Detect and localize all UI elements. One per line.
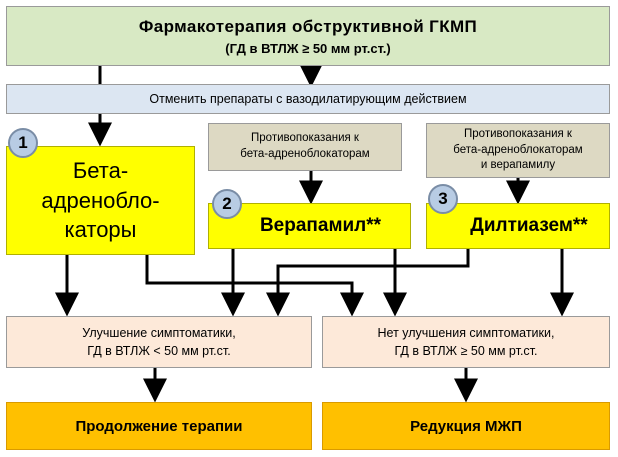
- no-improvement-box: Нет улучшения симптоматики, ГД в ВТЛЖ ≥ …: [322, 316, 610, 368]
- improvement-line-1: Улучшение симптоматики,: [82, 325, 236, 340]
- beta-blockers-line-3: каторы: [64, 217, 137, 243]
- continue-therapy-label: Продолжение терапии: [75, 417, 243, 435]
- step-number-2: 2: [212, 189, 242, 219]
- cancel-vasodilators-box: Отменить препараты с вазодилатирующим де…: [6, 84, 610, 114]
- step-number-3: 3: [428, 184, 458, 214]
- title-line-1: Фармакотерапия обструктивной ГКМП: [138, 16, 478, 36]
- diltiazem-label: Дилтиазем**: [470, 215, 588, 236]
- contraindication-beta-box: Противопоказания к бета-адреноблокаторам: [208, 123, 402, 171]
- arrow-beta-to-no-improvement: [145, 255, 364, 317]
- title-line-2: (ГД в ВТЛЖ ≥ 50 мм рт.ст.): [225, 40, 391, 56]
- contraindication-bv-line-1: Противопоказания к: [464, 128, 572, 141]
- beta-blockers-line-2: адренобло-: [41, 187, 160, 213]
- title-box: Фармакотерапия обструктивной ГКМП (ГД в …: [6, 6, 610, 66]
- contraindication-beta-verapamil-box: Противопоказания к бета-адреноблокаторам…: [426, 123, 610, 178]
- continue-therapy-box: Продолжение терапии: [6, 402, 312, 450]
- contraindication-beta-line-1: Противопоказания к: [251, 132, 359, 145]
- verapamil-label: Верапамил**: [259, 215, 382, 236]
- improvement-box: Улучшение симптоматики, ГД в ВТЛЖ < 50 м…: [6, 316, 312, 368]
- contraindication-bv-line-3: и верапамилу: [480, 159, 556, 172]
- improvement-line-2: ГД в ВТЛЖ < 50 мм рт.ст.: [87, 344, 231, 358]
- septal-reduction-label: Редукция МЖП: [410, 417, 522, 435]
- verapamil-box: Верапамил**: [208, 203, 411, 249]
- arrow-diltiazem-to-improvement: [266, 249, 470, 317]
- diltiazem-box: Дилтиазем**: [426, 203, 610, 249]
- contraindication-bv-line-2: бета-адреноблокаторам: [453, 143, 583, 156]
- no-improvement-line-1: Нет улучшения симптоматики,: [377, 325, 555, 340]
- no-improvement-line-2: ГД в ВТЛЖ ≥ 50 мм рт.ст.: [394, 344, 538, 358]
- beta-blockers-line-1: Бета-: [72, 157, 129, 183]
- septal-reduction-box: Редукция МЖП: [322, 402, 610, 450]
- cancel-vasodilators-text: Отменить препараты с вазодилатирующим де…: [149, 92, 467, 106]
- step-number-1: 1: [8, 128, 38, 158]
- beta-blockers-box: Бета- адренобло- каторы: [6, 146, 195, 255]
- contraindication-beta-line-2: бета-адреноблокаторам: [240, 148, 370, 160]
